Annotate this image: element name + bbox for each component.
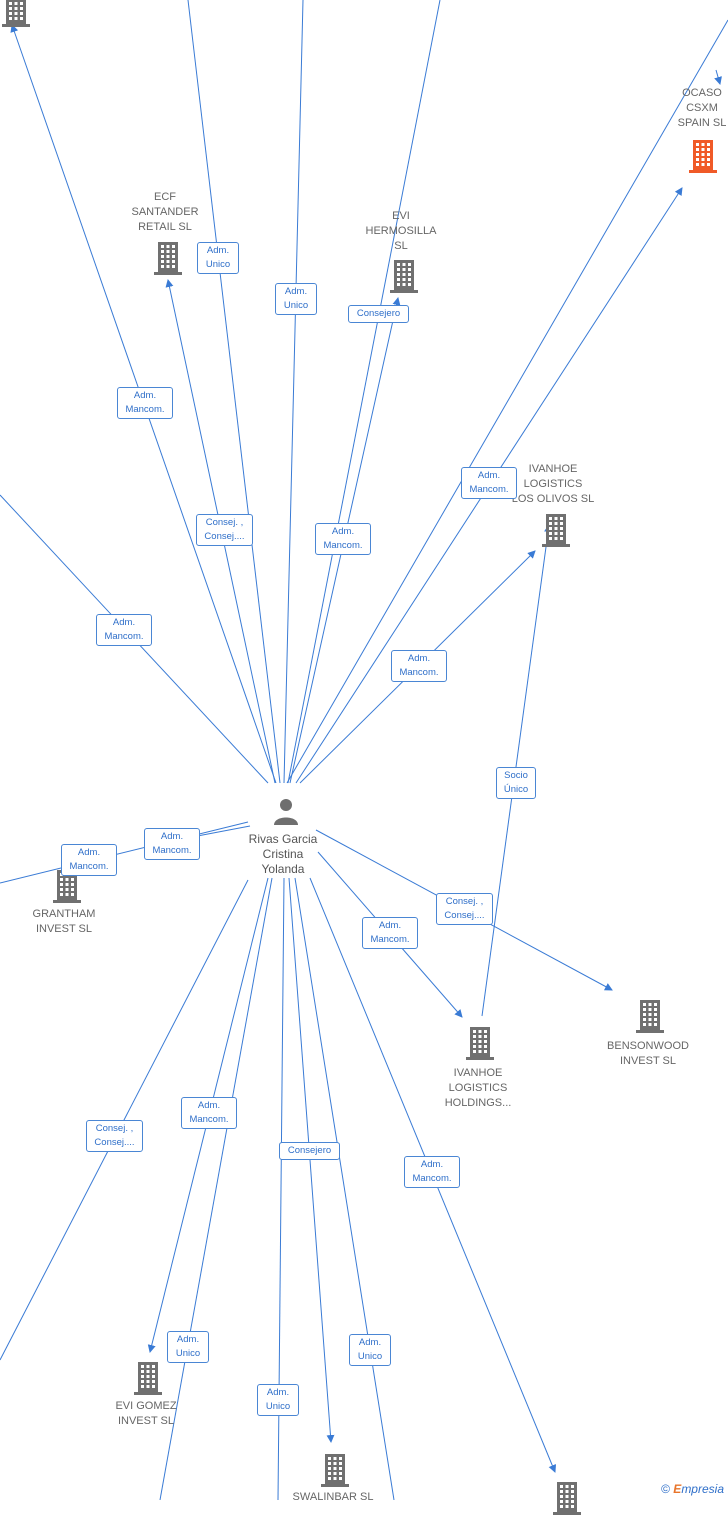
edge-label[interactable]: Consejero xyxy=(348,305,409,323)
edge-label[interactable]: Adm. Unico xyxy=(349,1334,391,1366)
relationship-edge xyxy=(287,0,441,784)
building-icon[interactable] xyxy=(319,1452,351,1488)
brand-initial: E xyxy=(673,1482,682,1496)
company-node-evi-gomez[interactable]: EVI GOMEZ INVEST SL xyxy=(106,1399,186,1429)
company-label: SWALINBAR SL xyxy=(292,1491,374,1503)
edge-label[interactable]: Adm. Mancom. xyxy=(144,828,200,860)
edge-label[interactable]: Adm. Mancom. xyxy=(391,650,447,682)
edge-label[interactable]: Adm. Mancom. xyxy=(362,917,418,949)
relationship-edge xyxy=(283,0,304,784)
company-label: OCASO CSXM SPAIN SL xyxy=(677,87,727,129)
edge-label[interactable]: Adm. Mancom. xyxy=(96,614,152,646)
building-icon[interactable] xyxy=(634,998,666,1034)
company-label: BENSONWOOD INVEST SL xyxy=(607,1040,689,1067)
building-icon[interactable] xyxy=(687,138,719,174)
relationship-edge xyxy=(159,877,273,1500)
edge-label[interactable]: Adm. Mancom. xyxy=(404,1156,460,1188)
building-icon[interactable] xyxy=(0,0,32,28)
edge-label[interactable]: Consej. , Consej.... xyxy=(196,514,253,546)
company-node-bensonwood[interactable]: BENSONWOOD INVEST SL xyxy=(600,1039,696,1069)
edge-label[interactable]: Adm. Unico xyxy=(275,283,317,315)
relationship-edge xyxy=(714,69,722,85)
company-label: IVANHOE LOGISTICS LOS OLIVOS SL xyxy=(511,463,595,505)
relationship-edge xyxy=(187,0,281,784)
company-label: ECF SANTANDER RETAIL SL xyxy=(131,191,199,233)
edge-label[interactable]: Consejero xyxy=(279,1142,340,1160)
company-label: EVI HERMOSILLA SL xyxy=(365,210,437,252)
edge-label[interactable]: Consej. , Consej.... xyxy=(436,893,493,925)
company-node-ecf[interactable]: ECF SANTANDER RETAIL SL xyxy=(125,190,205,235)
building-icon[interactable] xyxy=(388,258,420,294)
building-icon[interactable] xyxy=(464,1025,496,1061)
relationship-edge xyxy=(288,877,335,1443)
edge-label[interactable]: Adm. Mancom. xyxy=(117,387,173,419)
company-node-ocaso[interactable]: OCASO CSXM SPAIN SL xyxy=(664,86,728,131)
company-label: EVI GOMEZ INVEST SL xyxy=(115,1400,177,1427)
company-node-swalinbar[interactable]: SWALINBAR SL xyxy=(283,1490,383,1505)
edge-label[interactable]: Adm. Mancom. xyxy=(61,844,117,876)
person-name[interactable]: Rivas Garcia Cristina Yolanda xyxy=(248,832,318,876)
company-node-ivanhoe-holdings[interactable]: IVANHOE LOGISTICS HOLDINGS... xyxy=(432,1066,524,1111)
company-label: GRANTHAM INVEST SL xyxy=(32,908,96,935)
relationship-edge xyxy=(0,821,249,884)
edge-label[interactable]: Adm. Mancom. xyxy=(181,1097,237,1129)
relationship-edge xyxy=(286,19,728,784)
company-node-evi-hermosilla[interactable]: EVI HERMOSILLA SL xyxy=(355,209,447,254)
person-icon[interactable] xyxy=(271,797,301,827)
company-label: IVANHOE LOGISTICS HOLDINGS... xyxy=(444,1067,512,1109)
building-icon[interactable] xyxy=(551,1480,583,1516)
edge-label[interactable]: Adm. Unico xyxy=(197,242,239,274)
building-icon[interactable] xyxy=(132,1360,164,1396)
edge-label[interactable]: Adm. Unico xyxy=(257,1384,299,1416)
brand-rest: mpresia xyxy=(681,1482,724,1496)
company-node-ivanhoe-olivos[interactable]: IVANHOE LOGISTICS LOS OLIVOS SL xyxy=(503,462,603,507)
relationship-edge xyxy=(294,877,395,1500)
building-icon[interactable] xyxy=(540,512,572,548)
edge-label[interactable]: Adm. Unico xyxy=(167,1331,209,1363)
edge-label[interactable]: Adm. Mancom. xyxy=(461,467,517,499)
empresia-credit[interactable]: © Empresia xyxy=(661,1482,724,1496)
edge-label[interactable]: Adm. Mancom. xyxy=(315,523,371,555)
company-node-grantham[interactable]: GRANTHAM INVEST SL xyxy=(24,907,104,937)
copyright-symbol: © xyxy=(661,1482,670,1496)
edge-label[interactable]: Consej. , Consej.... xyxy=(86,1120,143,1152)
building-icon[interactable] xyxy=(152,240,184,276)
edge-label[interactable]: Socio Único xyxy=(496,767,536,799)
